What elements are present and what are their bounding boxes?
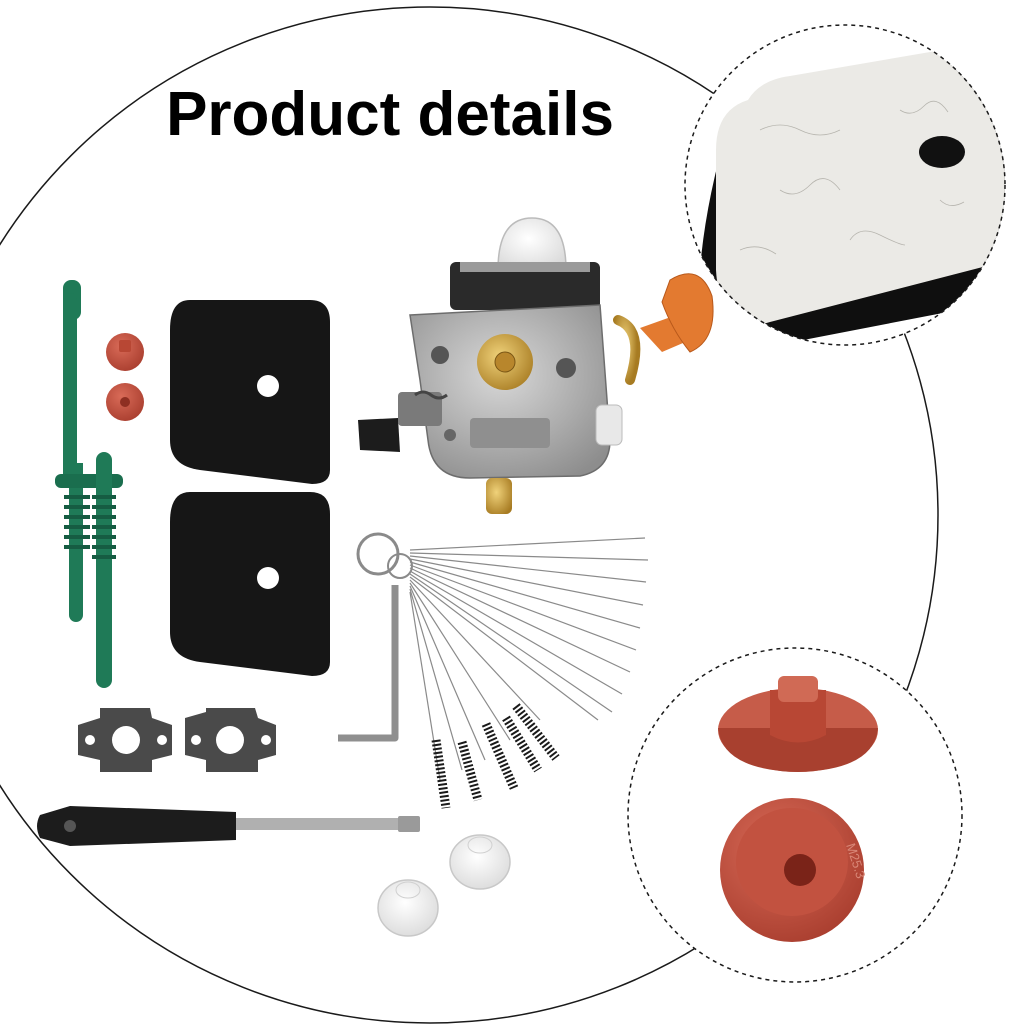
carburetor xyxy=(358,217,714,514)
hex-key xyxy=(338,585,399,742)
carb-gasket xyxy=(78,708,276,772)
main-circle-outline xyxy=(0,6,939,1024)
fuel-line-hose xyxy=(55,280,123,688)
primer-bulb xyxy=(377,834,511,937)
rubber-grommet-small xyxy=(106,333,144,421)
page-title: Product details xyxy=(166,80,614,149)
inset-grommet-closeup: M25.3 xyxy=(627,647,963,983)
adjustment-screwdriver xyxy=(37,806,420,846)
inset-foam-closeup xyxy=(684,24,1006,346)
foam-air-filter xyxy=(170,300,330,676)
cleaning-needle-set xyxy=(356,532,649,809)
